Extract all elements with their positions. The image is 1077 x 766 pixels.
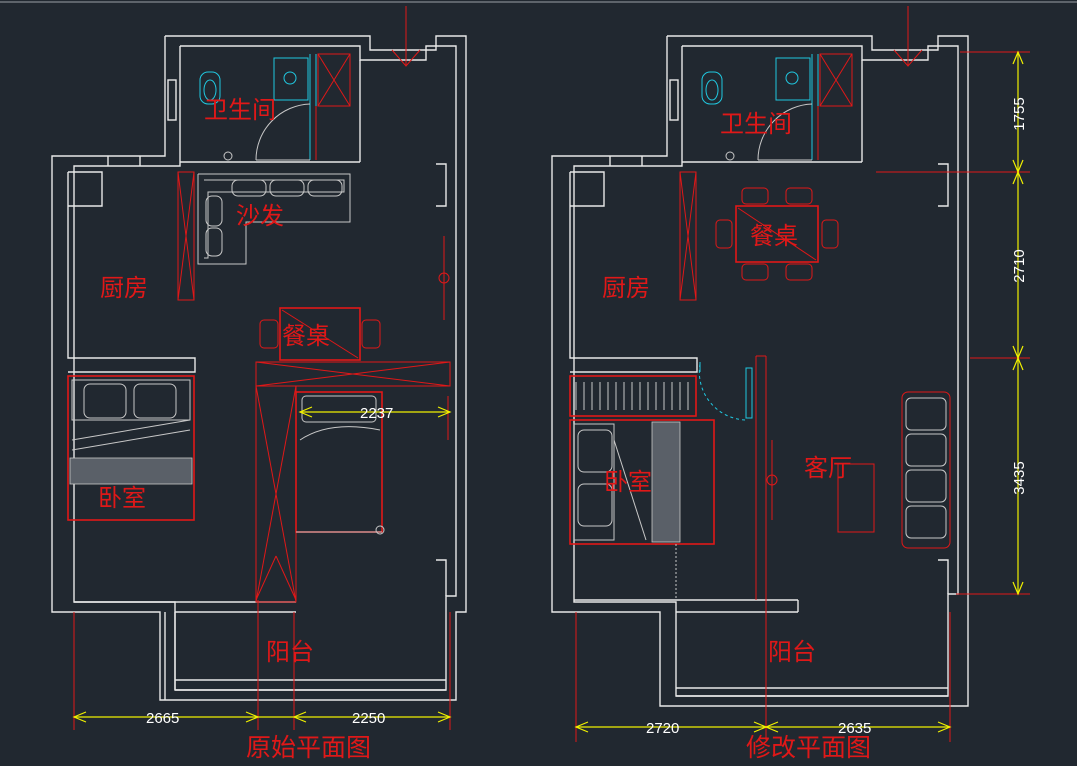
modified-bathroom-label: 卫生间 xyxy=(720,110,792,138)
modified-right-dimension xyxy=(876,50,1030,596)
original-kitchen-cabinet xyxy=(177,171,195,301)
modified-living-furniture xyxy=(837,391,951,549)
modified-plan: 卫生间 餐桌 厨房 卧室 客厅 阳台 2720 2635 1755 2710 3… xyxy=(551,6,1030,762)
modified-bedroom-bed xyxy=(569,419,715,600)
modified-bathroom-fixtures xyxy=(701,53,853,161)
modified-dining-table xyxy=(715,187,839,281)
original-dining-table xyxy=(259,307,381,361)
modified-dimension-right-top: 1755 xyxy=(1011,97,1028,130)
original-dimension-right: 2250 xyxy=(352,710,385,727)
original-bed-dimension xyxy=(298,406,452,418)
original-sofa xyxy=(197,173,351,265)
modified-kitchen-cabinet xyxy=(679,171,697,301)
modified-dining-label: 餐桌 xyxy=(750,222,798,250)
modified-balcony-label: 阳台 xyxy=(768,638,816,666)
original-bedroom-bed xyxy=(67,375,195,521)
modified-plan-title: 修改平面图 xyxy=(746,733,871,762)
original-kitchen-label: 厨房 xyxy=(100,274,148,302)
modified-dimension-left: 2720 xyxy=(646,720,679,737)
original-dining-label: 餐桌 xyxy=(282,322,330,350)
modified-bedroom-label: 卧室 xyxy=(604,468,652,496)
modified-wardrobe xyxy=(569,375,697,417)
modified-dimension-right-middle: 2710 xyxy=(1011,249,1028,282)
modified-door-partition xyxy=(698,355,778,740)
original-sofa-label: 沙发 xyxy=(236,202,284,230)
modified-entry-arrow xyxy=(893,6,923,67)
original-bathroom-fixtures xyxy=(199,53,351,161)
original-bathroom-label: 卫生间 xyxy=(204,96,276,124)
modified-bottom-dimension xyxy=(574,612,952,742)
modified-dimension-right: 2635 xyxy=(838,720,871,737)
original-main-bed xyxy=(295,391,385,535)
original-wardrobe xyxy=(255,361,451,603)
original-bedroom-label: 卧室 xyxy=(98,484,146,512)
modified-dimension-right-bottom: 3435 xyxy=(1011,461,1028,494)
original-bed-width-dimension: 2237 xyxy=(360,405,393,422)
original-bottom-dimension xyxy=(72,612,452,730)
modified-living-label: 客厅 xyxy=(804,454,852,482)
original-dimension-left: 2665 xyxy=(146,710,179,727)
original-plan: 卫生间 沙发 厨房 餐桌 卧室 阳台 2237 2665 2250 原始平面图 xyxy=(51,6,467,762)
original-plan-title: 原始平面图 xyxy=(246,733,371,762)
original-wall-fixtures xyxy=(438,236,450,440)
modified-kitchen-label: 厨房 xyxy=(602,274,650,302)
modified-walls xyxy=(551,35,969,707)
original-balcony-label: 阳台 xyxy=(266,638,314,666)
original-entry-arrow xyxy=(391,6,421,67)
